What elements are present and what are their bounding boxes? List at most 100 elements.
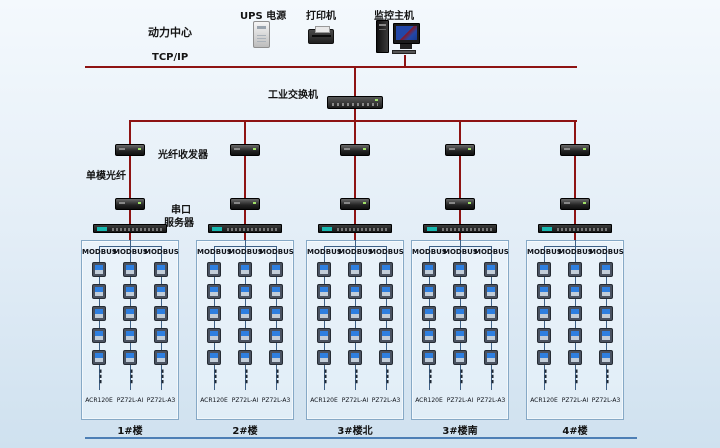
meter-icon (317, 284, 331, 299)
branch-line (459, 210, 461, 224)
meter-icon (123, 284, 137, 299)
serial-server-label-line1: 串口 (171, 205, 191, 216)
single-mode-fiber-line (244, 156, 246, 198)
device-model-label: PZ72L-A3 (371, 397, 401, 404)
meter-icon (453, 284, 467, 299)
meter-icon (484, 284, 498, 299)
building-label: 1#楼 (117, 426, 143, 437)
group-feed-line (460, 240, 461, 246)
meter-icon (379, 350, 393, 365)
meter-icon (207, 284, 221, 299)
printer-label: 打印机 (306, 11, 336, 22)
meter-icon (123, 350, 137, 365)
modbus-label: MODBUS (412, 248, 447, 256)
modbus-label: MODBUS (369, 248, 404, 256)
column-ellipsis: ⋮ (571, 366, 582, 388)
meter-icon (422, 350, 436, 365)
meter-icon (92, 306, 106, 321)
bottom-divider-line (85, 437, 637, 439)
meter-icon (379, 306, 393, 321)
monitor-host-label: 监控主机 (374, 11, 414, 22)
host-monitor-icon (393, 23, 420, 44)
serial-server-icon (208, 224, 282, 233)
meter-icon (154, 284, 168, 299)
branch-drop-line (574, 121, 576, 144)
fiber-transceiver-icon (115, 144, 145, 156)
device-model-label: ACR120E (530, 397, 558, 404)
device-model-label: PZ72L-AI (446, 397, 474, 404)
meter-icon (484, 262, 498, 277)
meter-icon (317, 350, 331, 365)
column-ellipsis: ⋮ (320, 366, 331, 388)
meter-icon (207, 262, 221, 277)
branch-drop-line (244, 121, 246, 144)
column-ellipsis: ⋮ (241, 366, 252, 388)
column-ellipsis: ⋮ (157, 366, 168, 388)
meter-icon (379, 284, 393, 299)
fiber-transceiver-icon (230, 144, 260, 156)
device-model-label: PZ72L-A3 (476, 397, 506, 404)
meter-icon (599, 306, 613, 321)
building-label: 4#楼 (562, 426, 588, 437)
ups-icon (253, 21, 270, 48)
fiber-transceiver-icon (445, 144, 475, 156)
single-mode-fiber-line (574, 156, 576, 198)
column-ellipsis: ⋮ (382, 366, 393, 388)
meter-icon (154, 350, 168, 365)
meter-icon (154, 262, 168, 277)
meter-icon (269, 328, 283, 343)
meter-icon (348, 350, 362, 365)
meter-icon (537, 306, 551, 321)
device-model-label: PZ72L-A3 (146, 397, 176, 404)
meter-icon (484, 350, 498, 365)
meter-icon (317, 262, 331, 277)
host-tower-icon (376, 20, 389, 53)
tcpip-label: TCP/IP (152, 52, 189, 63)
meter-icon (207, 328, 221, 343)
branch-line (574, 210, 576, 224)
branch-line (354, 210, 356, 224)
device-model-label: PZ72L-AI (561, 397, 589, 404)
column-ellipsis: ⋮ (602, 366, 613, 388)
host-keyboard-icon (392, 50, 416, 54)
meter-icon (484, 328, 498, 343)
switch-uplink-line (354, 68, 356, 96)
ups-label: UPS 电源 (240, 11, 287, 22)
meter-icon (537, 284, 551, 299)
building-label: 3#楼北 (337, 426, 373, 437)
device-model-label: PZ72L-A3 (261, 397, 291, 404)
single-mode-fiber-label: 单模光纤 (86, 171, 126, 182)
device-model-label: ACR120E (200, 397, 228, 404)
modbus-label: MODBUS (443, 248, 478, 256)
meter-icon (269, 306, 283, 321)
meter-icon (123, 306, 137, 321)
meter-icon (92, 262, 106, 277)
meter-icon (348, 306, 362, 321)
meter-icon (92, 328, 106, 343)
device-model-label: PZ72L-A3 (591, 397, 621, 404)
meter-icon (453, 328, 467, 343)
building-label: 2#楼 (232, 426, 258, 437)
meter-icon (269, 350, 283, 365)
meter-icon (348, 262, 362, 277)
meter-icon (207, 350, 221, 365)
device-model-label: PZ72L-AI (231, 397, 259, 404)
tcpip-line (85, 66, 577, 68)
fiber-transceiver-icon (340, 198, 370, 210)
site-label: 动力中心 (148, 26, 192, 39)
meter-icon (238, 284, 252, 299)
fiber-transceiver-icon (115, 198, 145, 210)
branch-drop-line (129, 121, 131, 144)
distribution-bus-line (129, 120, 577, 122)
meter-icon (568, 262, 582, 277)
branch-drop-line (459, 121, 461, 144)
meter-icon (317, 328, 331, 343)
fiber-transceiver-icon (560, 198, 590, 210)
branch-line (354, 233, 356, 240)
device-model-label: ACR120E (85, 397, 113, 404)
single-mode-fiber-line (129, 156, 131, 198)
group-feed-line (575, 240, 576, 246)
meter-icon (453, 262, 467, 277)
group-feed-line (130, 240, 131, 246)
